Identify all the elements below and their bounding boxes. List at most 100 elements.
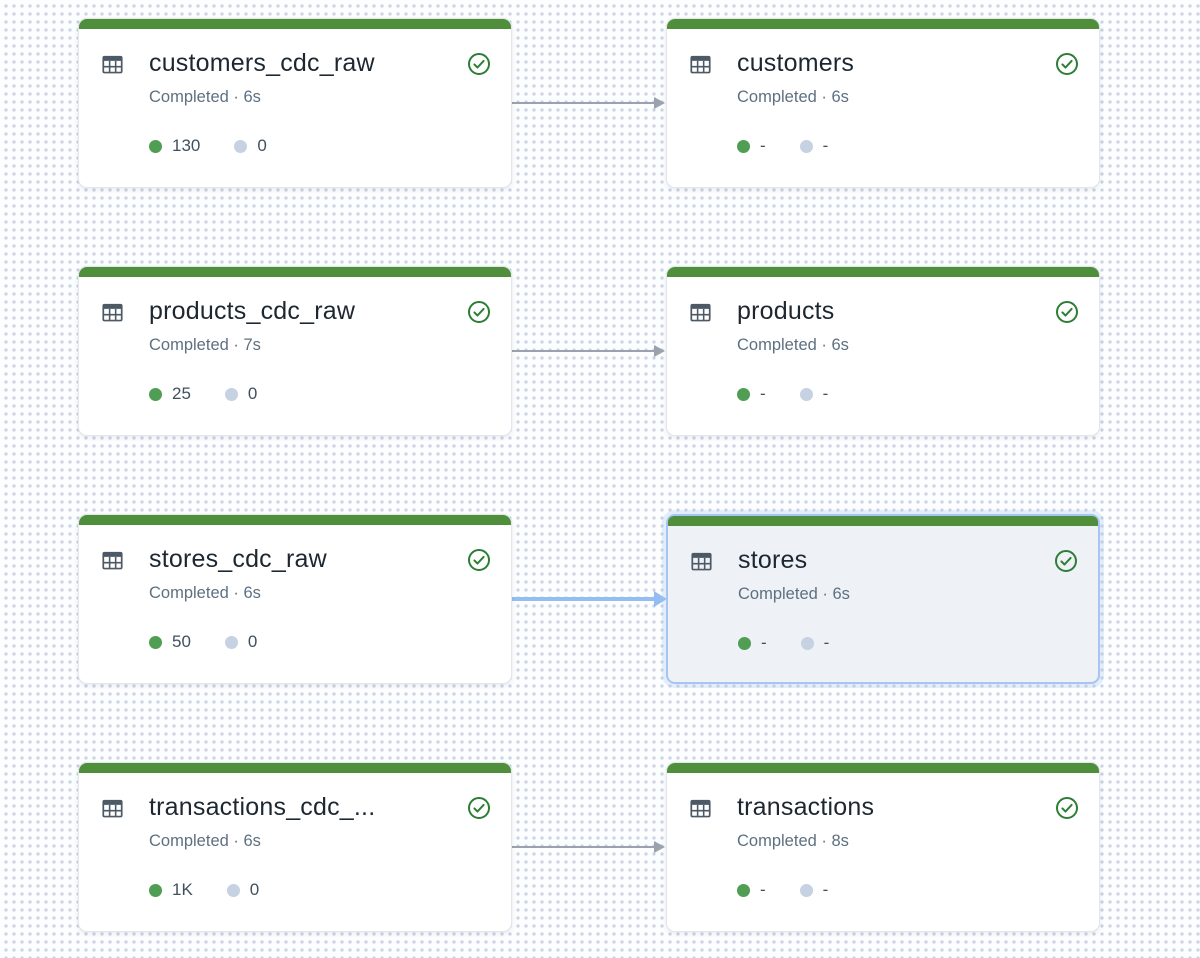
metric-gray-dot (799, 883, 813, 897)
metric-green-dot (737, 139, 750, 153)
metric-gray-dot (799, 387, 813, 401)
metric-dropped: 0 (234, 136, 267, 156)
node-status-text: Completed · 6s (737, 88, 849, 106)
node-title: products (737, 297, 835, 325)
metric-gray-value: - (822, 384, 829, 403)
metric-green-dot (738, 636, 751, 650)
metric-green-value: - (760, 384, 766, 403)
node-status-text: Completed · 7s (149, 336, 261, 354)
metric-written: 50 (149, 632, 191, 652)
node-title: stores_cdc_raw (149, 545, 327, 573)
node-metrics: 50 0 (149, 632, 467, 652)
check-circle-icon (467, 294, 491, 324)
metric-gray-value: - (822, 880, 829, 899)
node-status-bar (667, 267, 1099, 277)
metric-green-dot (149, 139, 162, 153)
check-circle-icon (467, 46, 491, 76)
metric-green-dot (149, 883, 162, 897)
node-status-bar (667, 763, 1099, 773)
node-customers[interactable]: customers Completed · 6s - - (666, 18, 1100, 188)
node-status-text: Completed · 6s (737, 336, 849, 354)
node-status-text: Completed · 6s (738, 585, 850, 603)
metric-green-dot (149, 635, 162, 649)
metric-green-value: 1K (172, 880, 193, 899)
metric-green-value: - (760, 880, 766, 899)
metric-green-value: 130 (172, 136, 201, 155)
metric-green-value: - (760, 136, 766, 155)
edge-customers_cdc_raw-customers (512, 102, 654, 104)
metric-gray-value: 0 (257, 136, 267, 155)
node-metrics: - - (737, 136, 1055, 156)
metric-gray-dot (224, 387, 238, 401)
metric-gray-dot (234, 139, 248, 153)
node-title: transactions (737, 793, 875, 821)
node-status-bar (79, 19, 511, 29)
node-metrics: - - (737, 384, 1055, 404)
metric-gray-dot (799, 139, 813, 153)
check-circle-icon (467, 542, 491, 572)
node-status-text: Completed · 6s (149, 88, 261, 106)
check-circle-icon (1055, 46, 1079, 76)
metric-dropped: - (800, 633, 830, 653)
metric-gray-value: - (823, 633, 830, 652)
table-icon (101, 542, 149, 572)
metric-green-value: 50 (172, 632, 191, 651)
node-metrics: 25 0 (149, 384, 467, 404)
table-icon (101, 294, 149, 324)
table-icon (101, 46, 149, 76)
metric-gray-value: 0 (249, 880, 260, 899)
node-status-bar (79, 763, 511, 773)
edge-products_cdc_raw-products (512, 350, 654, 352)
metric-written: - (737, 384, 766, 404)
check-circle-icon (467, 790, 491, 820)
node-title: customers_cdc_raw (149, 49, 375, 77)
metric-gray-dot (800, 636, 814, 650)
table-icon (689, 790, 737, 820)
metric-dropped: - (799, 384, 829, 404)
node-title: customers (737, 49, 855, 77)
node-products_cdc_raw[interactable]: products_cdc_raw Completed · 7s 25 0 (78, 266, 512, 436)
node-metrics: 130 0 (149, 136, 467, 156)
metric-written: - (737, 880, 766, 900)
node-transactions[interactable]: transactions Completed · 8s - - (666, 762, 1100, 932)
node-metrics: - - (737, 880, 1055, 900)
node-products[interactable]: products Completed · 6s - - (666, 266, 1100, 436)
metric-green-value: - (761, 633, 767, 652)
node-transactions_cdc_raw[interactable]: transactions_cdc_... Completed · 6s 1K 0 (78, 762, 512, 932)
table-icon (690, 543, 738, 573)
metric-written: 130 (149, 136, 200, 156)
metric-dropped: 0 (226, 880, 260, 900)
table-icon (689, 46, 737, 76)
node-stores_cdc_raw[interactable]: stores_cdc_raw Completed · 6s 50 0 (78, 514, 512, 684)
metric-written: - (737, 136, 766, 156)
metric-written: - (738, 633, 767, 653)
metric-gray-dot (226, 883, 240, 897)
node-metrics: - - (738, 633, 1054, 653)
node-status-bar (79, 267, 511, 277)
metric-dropped: - (799, 880, 829, 900)
metric-gray-value: 0 (247, 384, 258, 403)
metric-green-value: 25 (172, 384, 191, 403)
node-metrics: 1K 0 (149, 880, 467, 900)
node-status-text: Completed · 6s (149, 832, 261, 850)
metric-dropped: 0 (224, 384, 258, 404)
metric-green-dot (149, 387, 162, 401)
node-status-text: Completed · 8s (737, 832, 849, 850)
node-stores[interactable]: stores Completed · 6s - - (666, 514, 1100, 684)
metric-dropped: - (799, 136, 829, 156)
node-title: stores (738, 546, 808, 574)
check-circle-icon (1055, 790, 1079, 820)
node-status-bar (667, 19, 1099, 29)
node-customers_cdc_raw[interactable]: customers_cdc_raw Completed · 6s 130 0 (78, 18, 512, 188)
metric-written: 25 (149, 384, 191, 404)
node-title: transactions_cdc_... (149, 793, 376, 821)
metric-gray-value: 0 (247, 632, 258, 651)
metric-dropped: 0 (224, 632, 258, 652)
edge-stores_cdc_raw-stores (512, 597, 654, 601)
node-status-text: Completed · 6s (149, 584, 261, 602)
edge-transactions_cdc_raw-transactions (512, 846, 654, 848)
metric-gray-value: - (822, 136, 829, 155)
metric-written: 1K (149, 880, 193, 900)
table-icon (101, 790, 149, 820)
